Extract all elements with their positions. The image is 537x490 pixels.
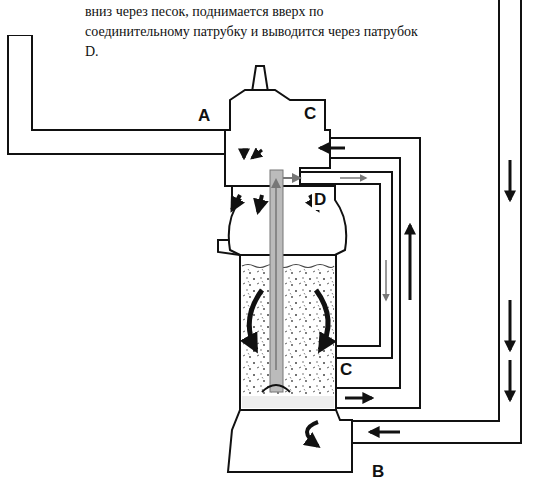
note-text: вниз через песок, поднимается вверх по с… [85, 2, 430, 62]
port-label: B [370, 462, 386, 482]
port-label: D [312, 190, 328, 210]
port-label: A [196, 106, 212, 126]
port-label: C [338, 360, 354, 380]
port-label: C [302, 104, 318, 124]
